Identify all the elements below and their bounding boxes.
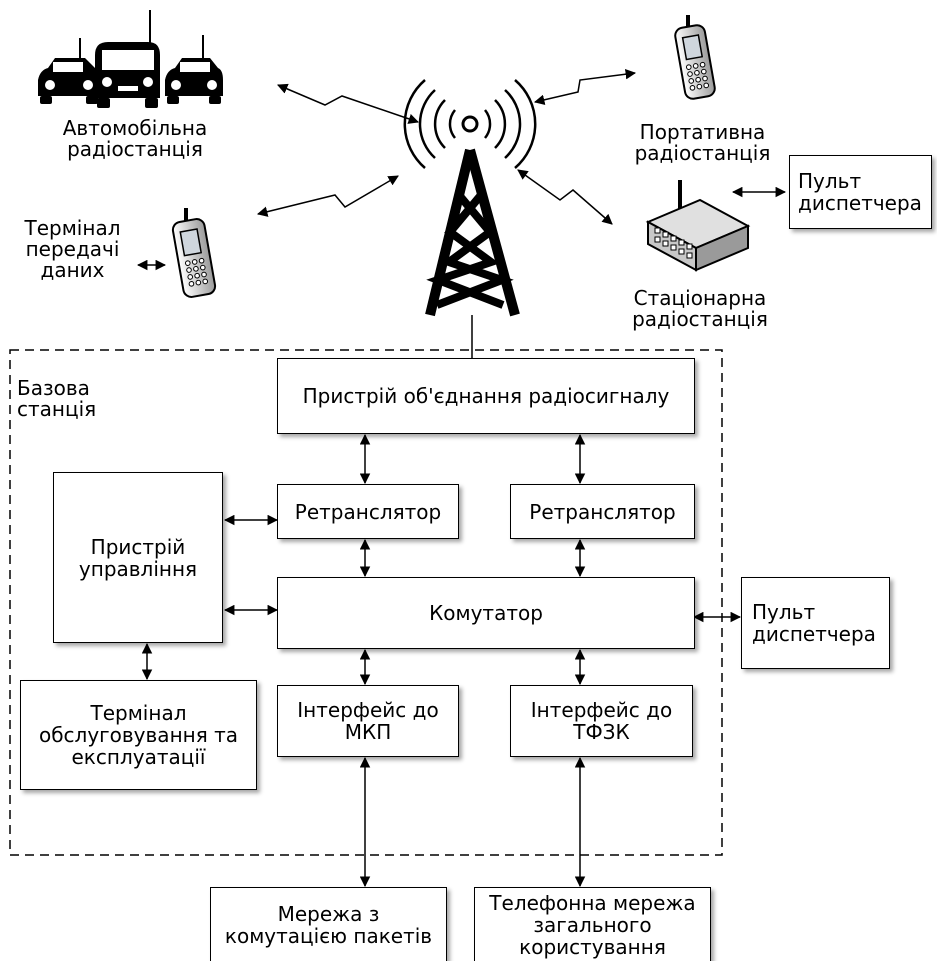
tfzk-interface-box: Інтерфейс до ТФЗК [510,685,693,757]
om-terminal-box: Термінал обслуговування та експлуатації [20,680,257,790]
cars-icon [38,10,223,108]
portable-radio-label: Портативна радіостанція [634,120,771,165]
tfzk-interface-label: Інтерфейс до ТФЗК [530,698,673,744]
signal-combiner-label: Пристрій об'єднання радіосигналу [302,384,670,408]
car-radio-label: Автомобільна радіостанція [62,116,208,161]
stationary-radio-label: Стаціонарна радіостанція [632,286,768,331]
portable-radio-icon [674,15,716,100]
wired-links [136,186,787,888]
radio-tower-icon [403,79,537,358]
repeater-left-label: Ретранслятор [294,499,442,524]
phone-network-box: Телефонна мережа загального користування [474,887,711,961]
mkp-interface-label: Інтерфейс до МКП [297,698,439,744]
phone-network-label: Телефонна мережа загального користування [489,890,696,959]
repeater-left-box: Ретранслятор [277,484,459,539]
wireless-links [256,68,637,225]
control-unit-label: Пристрій управління [78,534,198,581]
packet-network-box: Мережа з комутацією пакетів [210,887,447,961]
repeater-right-label: Ретранслятор [529,499,676,524]
dispatcher-console-top-label: Пульт диспетчера [798,169,922,215]
packet-network-label: Мережа з комутацією пакетів [224,901,433,948]
repeater-right-box: Ретранслятор [510,484,695,539]
om-terminal-label: Термінал обслуговування та експлуатації [38,701,239,769]
switch-label: Комутатор [429,601,543,625]
signal-combiner-box: Пристрій об'єднання радіосигналу [277,358,695,434]
dispatcher-console-right-label: Пульт диспетчера [752,600,876,646]
base-station-label: Базова станція [17,376,97,421]
dispatcher-console-right: Пульт диспетчера [741,577,890,669]
base-station-border [9,349,723,856]
dispatcher-console-top: Пульт диспетчера [789,155,932,229]
stationary-radio-icon [645,180,751,272]
data-terminal-label: Термінал передачі даних [24,216,121,282]
mkp-interface-box: Інтерфейс до МКП [277,685,459,757]
control-unit-box: Пристрій управління [53,472,223,643]
switch-box: Комутатор [277,577,695,649]
data-terminal-icon [171,208,217,298]
